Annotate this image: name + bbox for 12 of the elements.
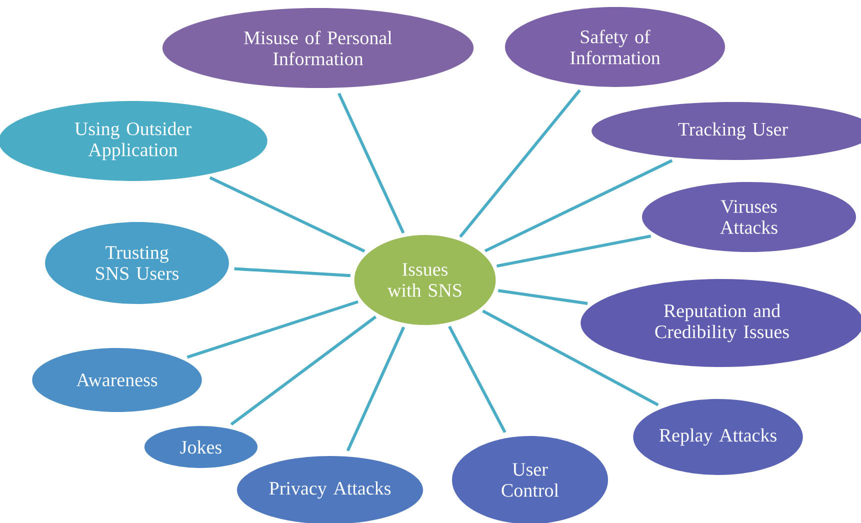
connector-line <box>459 89 581 238</box>
connector-line <box>186 300 358 359</box>
connector-line <box>234 267 350 278</box>
connector-line <box>482 310 659 406</box>
connector-line <box>498 289 588 306</box>
connector-line <box>496 234 652 268</box>
connector-line <box>230 316 377 426</box>
connector-line <box>346 326 406 452</box>
connector-line <box>209 176 366 253</box>
connector-line <box>484 159 673 252</box>
connector-line <box>338 92 405 234</box>
connector-line <box>448 326 506 434</box>
